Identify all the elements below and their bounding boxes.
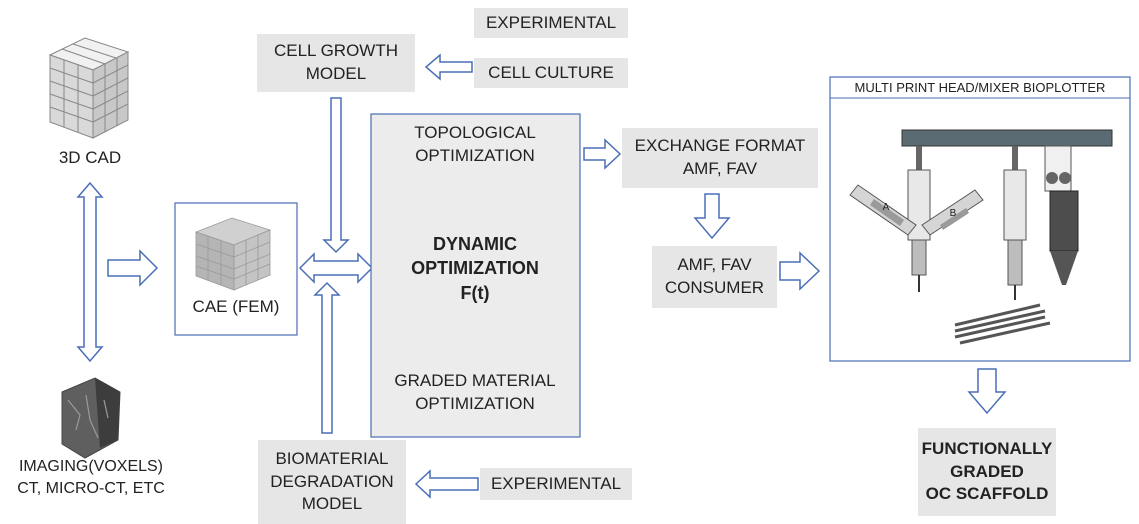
arrow-to-cell-growth xyxy=(424,53,473,81)
cae-label: CAE (FEM) xyxy=(192,297,280,316)
cell-culture-box: CELL CULTURE xyxy=(474,58,628,88)
arrow-cae-center xyxy=(298,252,374,284)
cell-growth-model-box: CELL GROWTH MODEL xyxy=(257,34,415,92)
center-frame xyxy=(370,113,581,438)
bioplotter-title: MULTI PRINT HEAD/MIXER BIOPLOTTER xyxy=(854,80,1106,95)
lattice-cube-icon xyxy=(48,37,130,139)
arrow-biomaterial-up xyxy=(313,281,341,434)
syringe-b-label: B xyxy=(949,208,957,219)
experimental-top-box: EXPERIMENTAL xyxy=(474,8,628,38)
experimental-bottom-box: EXPERIMENTAL xyxy=(480,468,632,500)
graded-material-optimization-label: GRADED MATERIAL OPTIMIZATION xyxy=(394,371,556,413)
bioplotter-frame xyxy=(829,76,1131,362)
cae-frame xyxy=(174,202,298,336)
arrow-exchange-down xyxy=(693,193,731,240)
dynamic-optimization-label: DYNAMIC OPTIMIZATION F(t) xyxy=(411,234,539,303)
arrow-to-bioplotter xyxy=(779,251,821,291)
bone-voxel-icon xyxy=(61,377,121,459)
syringe-a-label: A xyxy=(882,202,890,213)
arrow-to-exchange xyxy=(583,138,622,170)
arrow-cell-growth-down xyxy=(322,97,350,254)
bioplotter-icon xyxy=(849,129,1113,345)
scaffold-box: FUNCTIONALLY GRADED OC SCAFFOLD xyxy=(918,428,1056,516)
topological-optimization-label: TOPOLOGICAL OPTIMIZATION xyxy=(414,123,536,165)
biomaterial-degradation-box: BIOMATERIAL DEGRADATION MODEL xyxy=(258,440,406,524)
fem-mesh-icon xyxy=(194,217,272,291)
cad-3d-label: 3D CAD xyxy=(58,148,122,167)
arrow-cad-imaging xyxy=(76,181,104,363)
imaging-label: IMAGING(VOXELS) CT, MICRO-CT, ETC xyxy=(17,458,165,497)
exchange-format-box: EXCHANGE FORMAT AMF, FAV xyxy=(622,128,818,188)
arrow-to-biomaterial xyxy=(414,469,479,499)
arrow-bioplotter-down xyxy=(967,368,1007,415)
consumer-box: AMF, FAV CONSUMER xyxy=(652,246,777,308)
arrow-to-cae xyxy=(107,249,159,287)
